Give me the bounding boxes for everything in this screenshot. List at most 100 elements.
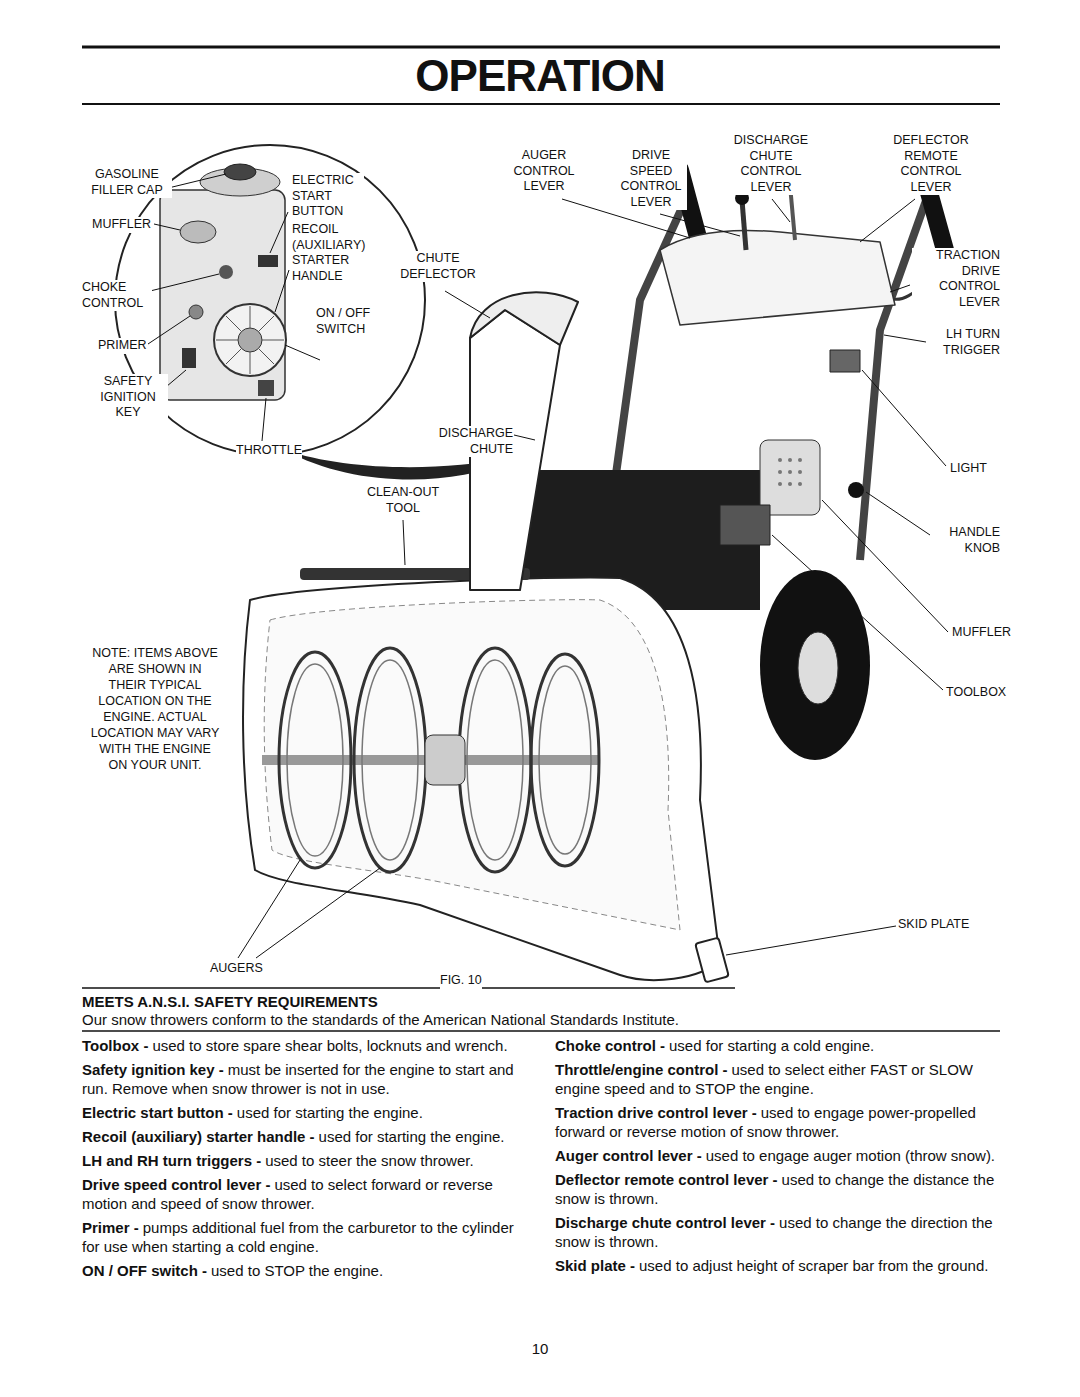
engine-inset [216, 306, 284, 374]
part-label: CHUTE DEFLECTOR [397, 251, 479, 282]
page-rule [82, 46, 1000, 49]
engine-inset [262, 340, 284, 341]
snow-thrower [467, 660, 523, 860]
snow-thrower [660, 230, 895, 325]
parts-description: Traction drive control lever -used to en… [555, 1103, 1000, 1141]
part-label: DISCHARGE CHUTE CONTROL LEVER [728, 133, 814, 195]
part-label: TOOLBOX [946, 685, 1006, 701]
term-name: Toolbox - [82, 1037, 148, 1054]
engine-inset [216, 340, 238, 341]
engine-inset [258, 380, 274, 396]
part-label: CHOKE CONTROL [82, 280, 152, 311]
text-column: Choke control -used for starting a cold … [555, 1036, 1000, 1280]
snow-thrower [243, 577, 720, 980]
snow-thrower [788, 458, 792, 462]
snow-thrower [760, 570, 870, 760]
page-rule [82, 987, 735, 989]
leader-line [146, 174, 948, 958]
engine-inset [250, 306, 251, 328]
snow-thrower [362, 660, 418, 860]
parts-description: Deflector remote control lever -used to … [555, 1170, 1000, 1208]
snow-thrower [425, 735, 465, 785]
term-name: Skid plate - [555, 1257, 635, 1274]
page-rule [82, 103, 1000, 105]
leader-line [884, 335, 926, 342]
snow-thrower [778, 482, 782, 486]
snow-thrower [798, 470, 802, 474]
parts-description: Discharge chute control lever -used to c… [555, 1213, 1000, 1251]
part-label: PRIMER [98, 338, 147, 354]
term-name: Traction drive control lever - [555, 1104, 757, 1121]
engine-inset [259, 316, 274, 331]
term-name: Safety ignition key - [82, 1061, 224, 1078]
engine-inset [115, 145, 525, 480]
snow-thrower [279, 648, 599, 872]
leader-line [445, 291, 490, 318]
term-description: pumps additional fuel from the carbureto… [82, 1219, 514, 1255]
term-name: Throttle/engine control - [555, 1061, 728, 1078]
snow-thrower [539, 666, 591, 854]
engine-inset [182, 348, 196, 368]
term-name: Discharge chute control lever - [555, 1214, 775, 1231]
page-rule [82, 1030, 1000, 1032]
part-label: LIGHT [950, 461, 987, 477]
part-label: LH TURN TRIGGER [928, 327, 1000, 358]
term-name: ON / OFF switch - [82, 1262, 207, 1279]
page-rule [82, 47, 1000, 1031]
term-description: used for starting the engine. [319, 1128, 505, 1145]
part-label: AUGERS [210, 961, 263, 977]
snow-thrower [287, 660, 591, 860]
parts-description: Auger control lever -used to engage auge… [555, 1146, 1000, 1165]
part-label: DRIVE SPEED CONTROL LEVER [615, 148, 687, 210]
leader-line [772, 199, 790, 222]
snow-thrower [742, 200, 746, 250]
leader-line [238, 860, 300, 958]
leader-line [154, 224, 180, 230]
term-description: used for starting the engine. [237, 1104, 423, 1121]
snow-thrower [279, 652, 351, 868]
term-description: used for starting a cold engine. [669, 1037, 874, 1054]
term-name: Choke control - [555, 1037, 665, 1054]
parts-description: Electric start button -used for starting… [82, 1103, 522, 1122]
note-text: NOTE: ITEMS ABOVE ARE SHOWN IN THEIR TYP… [90, 645, 220, 773]
leader-line [285, 345, 320, 360]
parts-description: Drive speed control lever -used to selec… [82, 1175, 522, 1213]
snow-thrower [830, 350, 860, 372]
snow-thrower [788, 470, 792, 474]
leader-line [275, 270, 289, 312]
term-name: Recoil (auxiliary) starter handle - [82, 1128, 315, 1145]
parts-description: Throttle/engine control -used to select … [555, 1060, 1000, 1098]
page-number: 10 [520, 1340, 560, 1358]
part-label: TRACTION DRIVE CONTROL LEVER [912, 248, 1000, 310]
snow-thrower [720, 505, 770, 545]
leader-line [262, 398, 266, 441]
leader-line [256, 868, 380, 958]
parts-description: Toolbox -used to store spare shear bolts… [82, 1036, 522, 1055]
engine-inset [258, 255, 278, 267]
parts-description: Choke control -used for starting a cold … [555, 1036, 1000, 1055]
leader-line [403, 520, 405, 565]
engine-inset [226, 349, 241, 364]
section-heading: MEETS A.N.S.I. SAFETY REQUIREMENTS [82, 993, 378, 1011]
snow-thrower [798, 458, 802, 462]
snow-thrower [778, 470, 782, 474]
snow-thrower [798, 632, 838, 704]
leader-line [822, 500, 948, 632]
engine-inset [238, 328, 262, 352]
term-description: used to adjust height of scraper bar fro… [639, 1257, 988, 1274]
snow-thrower [354, 648, 426, 872]
term-description: used to store spare shear bolts, locknut… [152, 1037, 507, 1054]
term-name: Auger control lever - [555, 1147, 702, 1164]
parts-description: Primer -pumps additional fuel from the c… [82, 1218, 522, 1256]
engine-inset [189, 305, 203, 319]
part-label: GASOLINE FILLER CAP [82, 167, 172, 198]
term-name: LH and RH turn triggers - [82, 1152, 261, 1169]
parts-description: Recoil (auxiliary) starter handle -used … [82, 1127, 522, 1146]
part-label: MUFFLER [92, 217, 151, 233]
part-label: RECOIL (AUXILIARY) STARTER HANDLE [292, 222, 380, 284]
part-label: CLEAN-OUT TOOL [362, 485, 444, 516]
leader-line [514, 435, 535, 440]
engine-inset [214, 304, 286, 376]
snow-thrower [459, 648, 531, 872]
term-name: Drive speed control lever - [82, 1176, 270, 1193]
